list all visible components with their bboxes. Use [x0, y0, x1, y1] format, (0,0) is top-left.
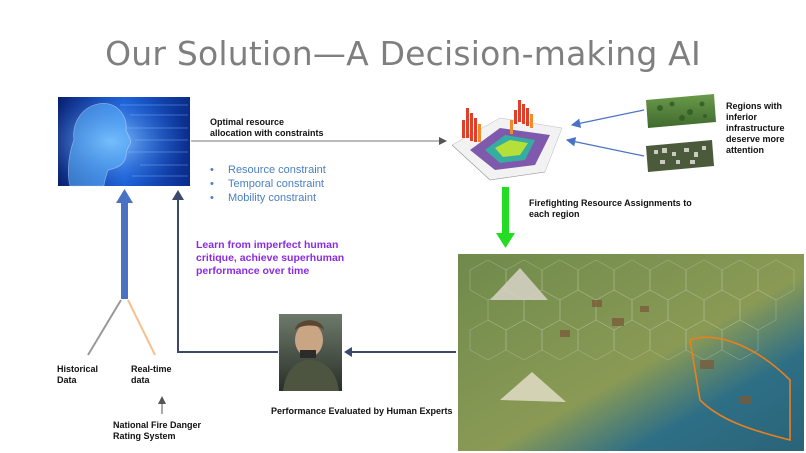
label-regions-line-5: attention	[726, 145, 764, 155]
label-realtime-line-1: Real-time	[131, 364, 172, 374]
label-realtime-line-2: data	[131, 375, 150, 385]
green-down-arrow	[496, 187, 515, 248]
realtime-data-line	[127, 299, 156, 356]
arrow-city-to-histogram	[565, 137, 645, 157]
label-evaluated: Performance Evaluated by Human Experts	[271, 406, 453, 416]
label-assignments: Firefighting Resource Assignments to eac…	[529, 198, 692, 220]
label-realtime: Real-time data	[131, 364, 172, 386]
terrain-image	[646, 94, 716, 128]
ai-head-image	[58, 97, 190, 187]
label-optimal-line-1: Optimal resource	[210, 117, 285, 127]
label-historical-line-1: Historical	[57, 364, 99, 374]
strategy-map-image	[458, 254, 804, 451]
3d-histogram-image	[451, 100, 563, 181]
label-regions-line-4: deserve more	[726, 134, 785, 144]
label-learn-line-3: performance over time	[196, 265, 310, 277]
blue-up-arrow	[116, 189, 133, 299]
label-learn-line-2: critique, achieve superhuman	[196, 252, 345, 264]
constraint-mobility: Mobility constraint	[228, 192, 317, 204]
label-historical: Historical Data	[57, 364, 98, 386]
constraint-list: •Resource constraint •Temporal constrain…	[210, 163, 326, 205]
label-optimal-line-2: allocation with constraints	[210, 128, 324, 138]
expert-portrait-image	[279, 314, 342, 391]
arrow-terrain-to-histogram	[570, 109, 645, 128]
slide-title: Our Solution—A Decision-making AI	[105, 34, 701, 73]
label-learn-line-1: Learn from imperfect human	[196, 239, 339, 251]
feedback-arrow	[177, 198, 278, 353]
label-regions-line-2: inferior	[726, 112, 758, 122]
constraint-temporal: Temporal constraint	[228, 178, 324, 190]
constraint-resource: Resource constraint	[228, 164, 326, 176]
label-assignments-line-2: each region	[529, 209, 580, 219]
city-image	[646, 140, 714, 172]
historical-data-line	[87, 299, 122, 356]
constraint-item: •Resource constraint	[210, 164, 326, 176]
label-nfdrs-line-1: National Fire Danger	[113, 420, 202, 430]
label-regions-line-1: Regions with	[726, 101, 782, 111]
label-nfdrs-line-2: Rating System	[113, 431, 176, 441]
label-regions-line-3: infrastructure	[726, 123, 785, 133]
label-historical-line-2: Data	[57, 375, 77, 385]
label-learn: Learn from imperfect human critique, ach…	[196, 239, 386, 278]
constraint-item: •Temporal constraint	[210, 178, 324, 190]
label-regions: Regions with inferior infrastructure des…	[726, 101, 785, 156]
label-nfdrs: National Fire Danger Rating System	[113, 420, 201, 442]
constraint-item: •Mobility constraint	[210, 192, 317, 204]
label-optimal: Optimal resource allocation with constra…	[210, 117, 324, 139]
label-assignments-line-1: Firefighting Resource Assignments to	[529, 198, 692, 208]
